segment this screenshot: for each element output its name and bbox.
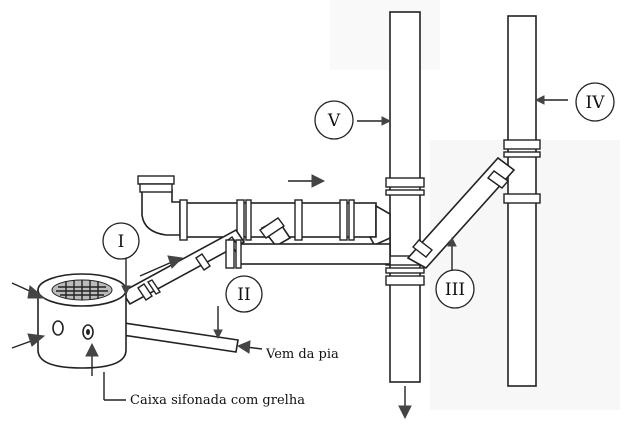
flow-arrows [11,174,412,420]
grate-icon [51,279,113,301]
diagonal-pipe-III [406,156,516,270]
caption-trap-box: Caixa sifonada com grelha [130,393,305,408]
callout-V: V [314,100,354,140]
label-leaders [103,95,568,401]
callout-IV: IV [575,82,615,122]
callout-II-label: II [237,285,250,305]
trap-box [37,273,127,369]
callout-II: II [225,275,263,313]
callout-I: I [102,222,140,260]
callout-III-label: III [445,280,465,300]
lower-branch-pipe-I [120,217,391,306]
callout-IV-label: IV [586,93,606,113]
callout-III: III [435,269,475,309]
callout-V-label: V [327,111,341,131]
upper-horizontal-pipe [137,175,391,257]
caption-sink-inlet: Vem da pia [265,347,339,362]
vertical-pipe-IV [503,15,541,387]
vertical-pipe-V [385,11,425,383]
callout-I-label: I [118,232,125,252]
